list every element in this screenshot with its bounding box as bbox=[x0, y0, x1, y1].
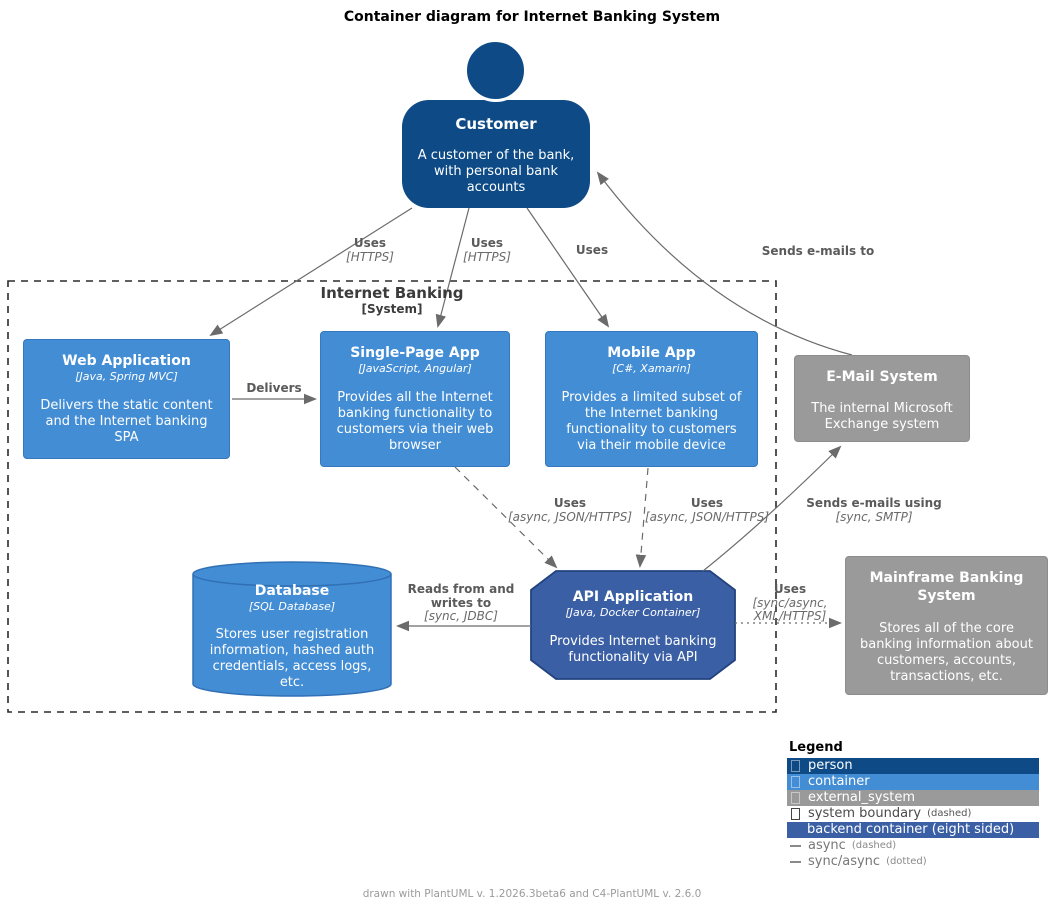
legend-row-person: person bbox=[787, 758, 1039, 774]
arrow-spa-api bbox=[454, 466, 558, 569]
external-system-email: E-Mail System The internal Microsoft Exc… bbox=[794, 355, 970, 442]
node-description: The internal Microsoft Exchange system bbox=[811, 401, 953, 432]
node-title: Single-Page App bbox=[350, 345, 480, 361]
legend-swatch-icon bbox=[791, 792, 800, 804]
relationship-label-customer-mobile: Uses bbox=[575, 243, 609, 258]
diagram-footer: drawn with PlantUML v. 1.2026.3beta6 and… bbox=[362, 888, 702, 900]
node-tech: [SQL Database] bbox=[248, 600, 336, 613]
legend-note: (dashed) bbox=[851, 840, 897, 851]
relationship-label-customer-web: Uses [HTTPS] bbox=[346, 236, 394, 264]
arrow-mobile-api bbox=[635, 467, 649, 568]
legend-note: (dashed) bbox=[927, 808, 972, 819]
node-title: API Application bbox=[572, 589, 694, 605]
relationship-label-api-mainframe: Uses [sync/async, XML/HTTPS] bbox=[752, 582, 828, 624]
relationship-tech: [sync/async, XML/HTTPS] bbox=[752, 595, 828, 623]
api-octagon-shape bbox=[530, 570, 736, 680]
relationship-name: Delivers bbox=[246, 381, 302, 395]
relationship-name: Uses bbox=[353, 236, 387, 250]
node-description: Stores user registration information, ha… bbox=[209, 627, 375, 690]
relationship-name: Uses bbox=[470, 236, 504, 250]
arrow-api-email bbox=[702, 445, 842, 572]
node-title: Customer bbox=[455, 115, 537, 133]
relationship-name: Reads from and writes to bbox=[407, 582, 515, 610]
legend-row-system-boundary: system boundary (dashed) bbox=[787, 806, 1039, 822]
person-customer: Customer A customer of the bank, with pe… bbox=[402, 100, 590, 208]
container-web-application: Web Application [Java, Spring MVC] Deliv… bbox=[23, 339, 230, 459]
legend-label: container bbox=[808, 774, 870, 789]
container-mobile-app: Mobile App [C#, Xamarin] Provides a limi… bbox=[545, 331, 758, 467]
node-title: Web Application bbox=[62, 353, 191, 369]
person-head bbox=[464, 39, 527, 102]
arrow-customer-spa bbox=[435, 207, 470, 328]
legend: Legend person container external_system … bbox=[787, 740, 1039, 870]
legend-row-async: async (dashed) bbox=[787, 838, 1039, 854]
legend-dash-icon bbox=[790, 861, 801, 863]
relationship-tech: [HTTPS] bbox=[346, 249, 394, 264]
external-system-mainframe: Mainframe Banking System Stores all of t… bbox=[845, 556, 1048, 695]
node-tech: [C#, Xamarin] bbox=[612, 362, 691, 375]
node-title: Database bbox=[254, 583, 330, 599]
legend-swatch-icon bbox=[791, 760, 800, 772]
system-boundary-label: Internet Banking [System] bbox=[320, 284, 463, 317]
node-description: Stores all of the core banking informati… bbox=[860, 621, 1033, 684]
legend-title: Legend bbox=[789, 740, 843, 755]
relationship-label-api-email: Sends e-mails using [sync, SMTP] bbox=[806, 496, 942, 524]
legend-label: system boundary bbox=[808, 806, 922, 821]
legend-row-container: container bbox=[787, 774, 1039, 790]
relationship-label-spa-api: Uses [async, JSON/HTTPS] bbox=[507, 496, 633, 524]
node-tech: [Java, Spring MVC] bbox=[75, 370, 178, 383]
legend-label: backend container (eight sided) bbox=[807, 822, 1015, 837]
node-tech: [JavaScript, Angular] bbox=[358, 362, 472, 375]
database-cylinder-rim bbox=[192, 573, 392, 587]
arrow-customer-web bbox=[209, 207, 413, 337]
legend-row-sync-async: sync/async (dotted) bbox=[787, 854, 1039, 870]
boundary-type: [System] bbox=[361, 302, 423, 316]
boundary-name: Internet Banking bbox=[320, 284, 464, 302]
relationship-name: Uses bbox=[553, 496, 587, 510]
node-description: Provides Internet banking functionality … bbox=[549, 634, 717, 665]
node-description: A customer of the bank, with personal ba… bbox=[417, 148, 575, 195]
legend-row-backend-container: backend container (eight sided) bbox=[787, 822, 1039, 838]
legend-dash-icon bbox=[790, 845, 801, 847]
node-description: Delivers the static content and the Inte… bbox=[40, 398, 213, 445]
relationship-name: Uses bbox=[690, 496, 724, 510]
backend-container-api-application: API Application [Java, Docker Container]… bbox=[531, 571, 735, 679]
node-title: Mobile App bbox=[607, 345, 696, 361]
container-single-page-app: Single-Page App [JavaScript, Angular] Pr… bbox=[320, 331, 510, 467]
database-cylinder-shape bbox=[192, 561, 392, 697]
node-title: E-Mail System bbox=[826, 369, 938, 385]
relationship-tech: [sync, SMTP] bbox=[835, 509, 913, 524]
relationship-label-mobile-api: Uses [async, JSON/HTTPS] bbox=[644, 496, 770, 524]
node-tech: [Java, Docker Container] bbox=[565, 606, 701, 619]
container-database: Database [SQL Database] Stores user regi… bbox=[193, 562, 391, 696]
legend-label: external_system bbox=[808, 790, 915, 805]
legend-label: sync/async bbox=[808, 854, 881, 869]
relationship-label-web-spa: Delivers bbox=[246, 381, 302, 396]
relationship-name: Uses bbox=[773, 582, 807, 596]
legend-boundary-box-icon bbox=[791, 808, 800, 820]
legend-label: async bbox=[808, 838, 846, 853]
relationship-label-email-customer: Sends e-mails to bbox=[761, 244, 875, 259]
legend-note: (dotted) bbox=[886, 856, 927, 867]
node-title: Mainframe Banking System bbox=[869, 570, 1024, 604]
diagram-title: Container diagram for Internet Banking S… bbox=[343, 9, 721, 25]
relationship-tech: [HTTPS] bbox=[463, 249, 511, 264]
node-description: Provides a limited subset of the Interne… bbox=[561, 390, 742, 453]
legend-swatch-icon bbox=[791, 776, 800, 788]
relationship-name: Sends e-mails to bbox=[761, 244, 875, 258]
relationship-tech: [async, JSON/HTTPS] bbox=[507, 509, 633, 524]
arrow-email-customer bbox=[596, 171, 853, 356]
arrow-customer-mobile bbox=[526, 207, 610, 328]
node-description: Provides all the Internet banking functi… bbox=[336, 390, 494, 453]
relationship-tech: [sync, JDBC] bbox=[424, 609, 498, 623]
legend-row-external-system: external_system bbox=[787, 790, 1039, 806]
relationship-label-api-db: Reads from and writes to [sync, JDBC] bbox=[407, 582, 515, 624]
relationship-tech: [async, JSON/HTTPS] bbox=[644, 509, 770, 524]
relationship-name: Sends e-mails using bbox=[806, 496, 942, 510]
relationship-name: Uses bbox=[575, 243, 609, 257]
legend-label: person bbox=[808, 758, 853, 773]
relationship-label-customer-spa: Uses [HTTPS] bbox=[463, 236, 511, 264]
system-boundary bbox=[7, 280, 777, 713]
